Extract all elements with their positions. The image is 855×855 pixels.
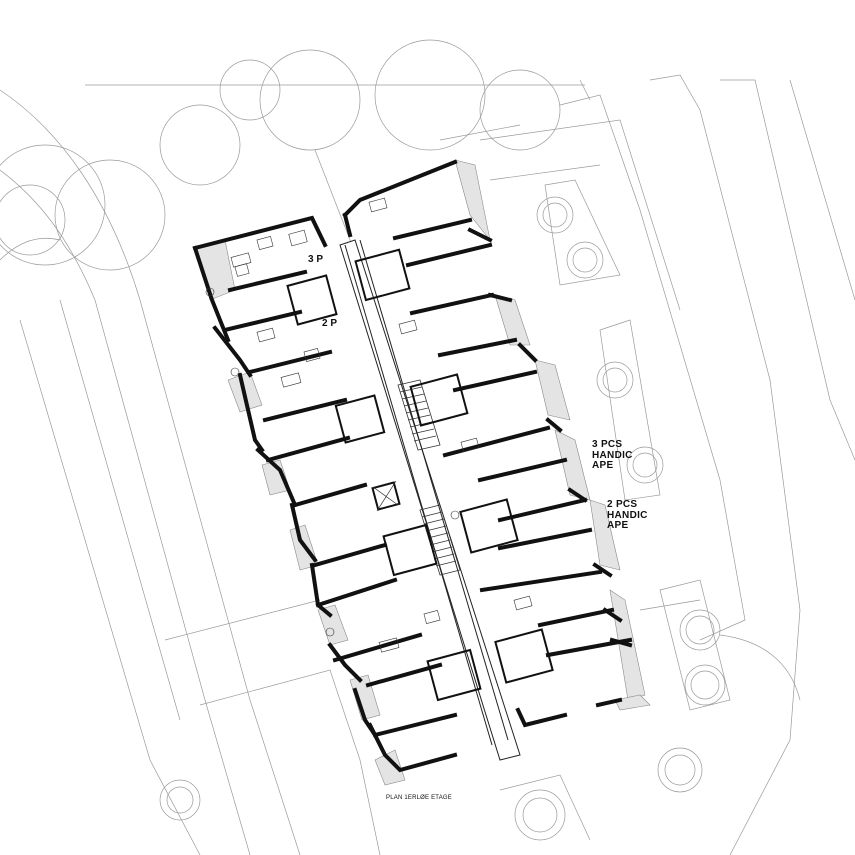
east-wing-walls <box>342 159 633 728</box>
handicap-note-3pcs-line-2: HANDIC <box>592 449 633 461</box>
handicap-note-3pcs: 3 PCS HANDIC APE <box>592 439 633 472</box>
furniture <box>205 197 533 653</box>
central-corridor <box>339 239 521 761</box>
bathroom-cores <box>286 248 554 702</box>
handicap-note-3pcs-line-1: 3 PCS <box>592 439 623 450</box>
unit-type-label-2p: 2 P <box>322 318 338 329</box>
unit-type-label-3p: 3 P <box>308 254 324 265</box>
handicap-note-3pcs-line-3: APE <box>592 460 614 471</box>
handicap-note-2pcs: 2 PCS HANDIC APE <box>607 499 648 532</box>
plan-caption: PLAN 1ERLØE ETAGE <box>386 795 452 801</box>
handicap-note-2pcs-line-2: HANDIC <box>607 509 648 521</box>
handicap-note-2pcs-line-3: APE <box>607 520 629 531</box>
handicap-note-2pcs-line-1: 2 PCS <box>607 499 638 510</box>
west-wing-walls <box>192 215 458 773</box>
trees <box>0 39 726 841</box>
